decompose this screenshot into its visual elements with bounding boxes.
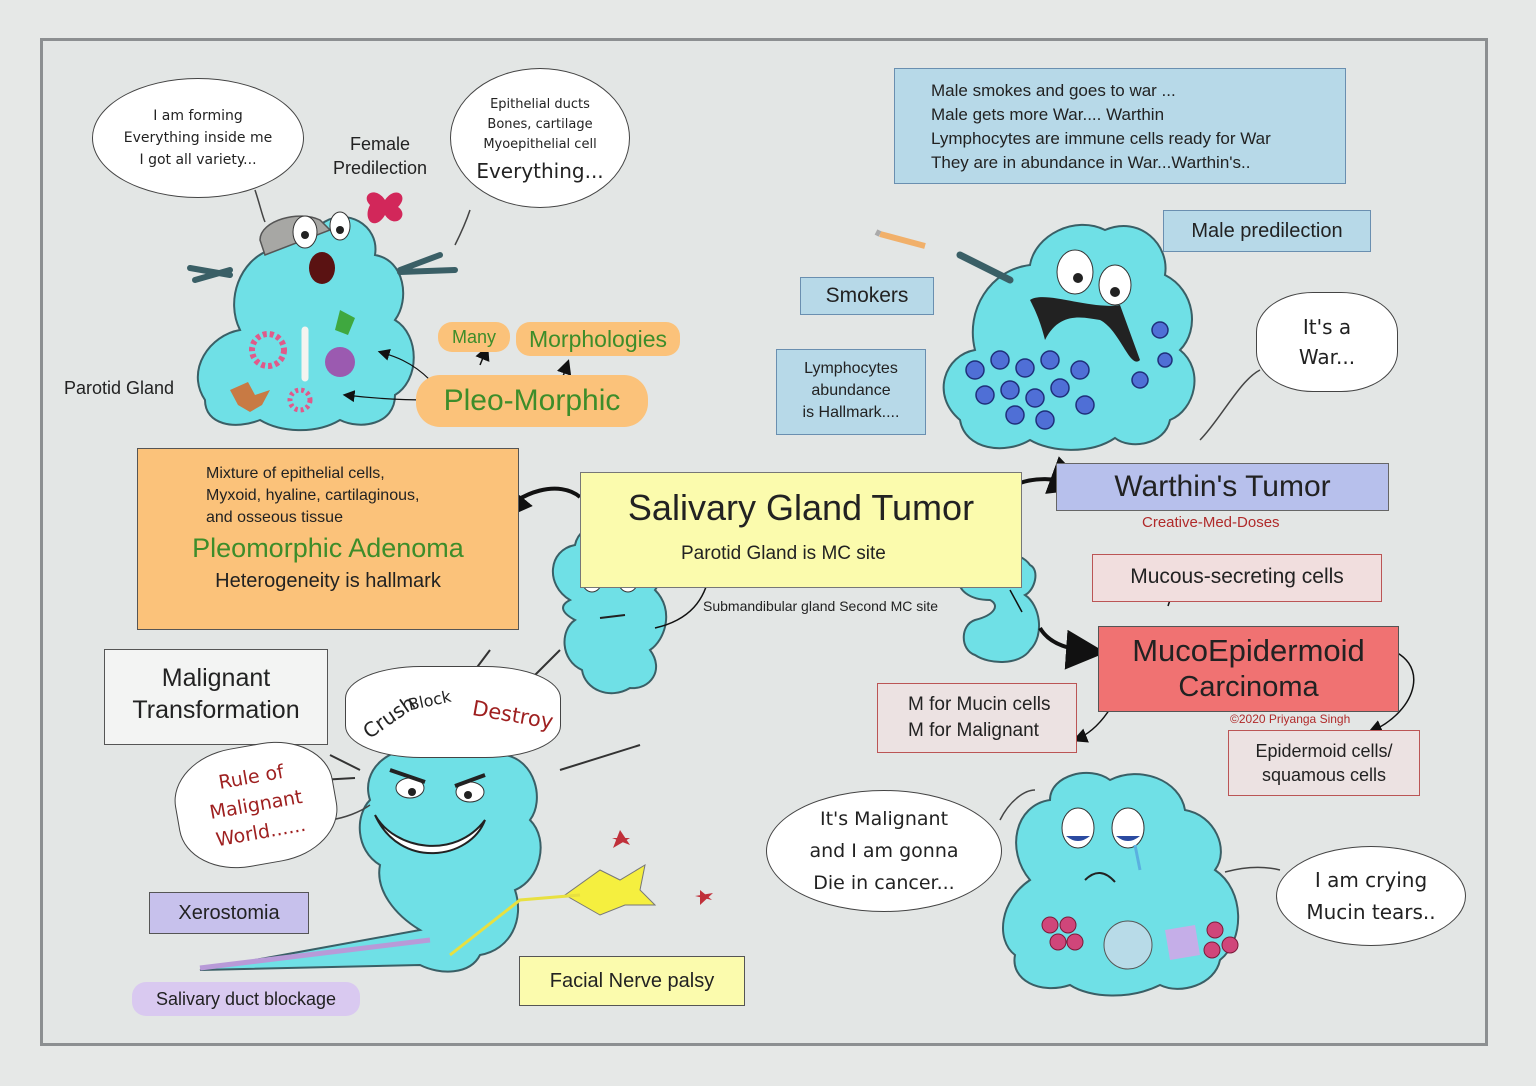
description-line: Myxoid, hyaline, cartilaginous, bbox=[206, 487, 420, 504]
epidermoid-cells-box: Epidermoid cells/ squamous cells bbox=[1228, 730, 1420, 796]
bubble-line: and I am gonna bbox=[809, 840, 959, 862]
mnemonic-line: Lymphocytes are immune cells ready for W… bbox=[931, 129, 1271, 148]
pleomorphic-description: Mixture of epithelial cells, Myxoid, hya… bbox=[138, 449, 518, 529]
facial-nerve-palsy-box: Facial Nerve palsy bbox=[519, 956, 745, 1006]
mucoepidermoid-title: MucoEpidermoid bbox=[1132, 633, 1365, 668]
bubble-line: I am crying bbox=[1314, 868, 1428, 892]
submandibular-label: Submandibular gland Second MC site bbox=[703, 598, 939, 614]
bubble-line: Mucin tears.. bbox=[1306, 900, 1436, 924]
pleo-morphic-label: Pleo-Morphic bbox=[416, 375, 648, 427]
arrow-to-mucoepidermoid bbox=[1038, 626, 1106, 670]
speech-bubble-forming: I am forming Everything inside me I got … bbox=[92, 78, 304, 198]
pleomorphic-blob bbox=[187, 192, 458, 432]
mnemonic-line: Male smokes and goes to war ... bbox=[931, 81, 1176, 100]
destroy-word: Destroy bbox=[470, 696, 556, 734]
bubble-line: It's a bbox=[1302, 315, 1352, 339]
malignant-transformation-box: Malignant Transformation bbox=[104, 649, 328, 745]
smokers-box: Smokers bbox=[800, 277, 934, 315]
lymphocytes-line: abundance bbox=[811, 382, 891, 399]
male-predilection-box: Male predilection bbox=[1163, 210, 1371, 252]
main-title: Salivary Gland Tumor bbox=[627, 487, 975, 528]
salivary-duct-blockage-label: Salivary duct blockage bbox=[132, 982, 360, 1016]
malignant-blob bbox=[199, 736, 713, 973]
lymphocytes-line: Lymphocytes bbox=[804, 360, 898, 377]
salivary-gland-tumor-box: Salivary Gland Tumor Parotid Gland is MC… bbox=[580, 472, 1022, 588]
warthin-blob bbox=[874, 224, 1196, 451]
mucoepidermoid-box: MucoEpidermoid Carcinoma bbox=[1098, 626, 1399, 712]
many-label: Many bbox=[438, 322, 510, 352]
heterogeneity-hallmark: Heterogeneity is hallmark bbox=[215, 570, 441, 592]
bubble-line: Everything inside me bbox=[123, 130, 273, 146]
bubble-line: Die in cancer... bbox=[813, 872, 955, 894]
morphologies-label: Morphologies bbox=[516, 322, 680, 356]
credit-label: Creative-Med-Doses bbox=[1142, 514, 1280, 531]
mucous-cells-box: Mucous-secreting cells bbox=[1092, 554, 1382, 602]
bubble-line: I am forming bbox=[153, 108, 243, 124]
bubble-line: Myoepithelial cell bbox=[483, 137, 597, 152]
block-word: Block bbox=[406, 686, 453, 715]
description-line: and osseous tissue bbox=[206, 509, 343, 526]
speech-bubble-everything: Epithelial ducts Bones, cartilage Myoepi… bbox=[450, 68, 630, 208]
pleomorphic-adenoma-title: Pleomorphic Adenoma bbox=[192, 533, 464, 563]
parotid-gland-label: Parotid Gland bbox=[64, 378, 175, 398]
speech-bubble-malignant: It's Malignant and I am gonna Die in can… bbox=[766, 790, 1002, 912]
epidermoid-line: squamous cells bbox=[1261, 765, 1387, 785]
speech-bubble-crying: I am crying Mucin tears.. bbox=[1276, 846, 1466, 946]
warthin-mnemonic-box: Male smokes and goes to war ... Male get… bbox=[894, 68, 1346, 184]
mnemonic-line: Male gets more War.... Warthin bbox=[931, 105, 1165, 124]
description-line: Mixture of epithelial cells, bbox=[206, 465, 385, 482]
bubble-line-emphasis: Everything... bbox=[476, 159, 604, 183]
bubble-line: It's Malignant bbox=[819, 808, 949, 830]
m-for-box: M for Mucin cells M for Malignant bbox=[877, 683, 1077, 753]
carcinoma-title: Carcinoma bbox=[1178, 671, 1319, 703]
transformation-line: Transformation bbox=[132, 696, 300, 724]
label-line: Female bbox=[349, 134, 411, 154]
transformation-line: Malignant bbox=[161, 664, 271, 692]
pleomorphic-adenoma-box: Mixture of epithelial cells, Myxoid, hya… bbox=[137, 448, 519, 630]
female-predilection-label: Female Predilection bbox=[325, 132, 435, 180]
crush-block-destroy-bubble: Crush Block Destroy bbox=[345, 666, 561, 758]
label-line: Predilection bbox=[332, 158, 428, 178]
bubble-line: Bones, cartilage bbox=[487, 117, 593, 132]
lymphocytes-box: Lymphocytes abundance is Hallmark.... bbox=[776, 349, 926, 435]
epidermoid-line: Epidermoid cells/ bbox=[1255, 741, 1393, 761]
parotid-mc-site: Parotid Gland is MC site bbox=[681, 543, 886, 564]
mucoepidermoid-blob bbox=[1002, 771, 1240, 997]
lymphocytes-line: is Hallmark.... bbox=[802, 404, 900, 421]
bubble-line: Epithelial ducts bbox=[490, 97, 590, 112]
copyright-label: ©2020 Priyanga Singh bbox=[1230, 712, 1351, 726]
mnemonic-line: They are in abundance in War...Warthin's… bbox=[931, 153, 1251, 172]
warthins-tumor-box: Warthin's Tumor bbox=[1056, 463, 1389, 511]
m-line: M for Mucin cells bbox=[908, 694, 1051, 715]
war-bubble: It's a War... bbox=[1256, 292, 1398, 392]
m-line: M for Malignant bbox=[908, 720, 1039, 741]
bubble-line: War... bbox=[1298, 345, 1356, 369]
xerostomia-box: Xerostomia bbox=[149, 892, 309, 934]
bubble-line: I got all variety... bbox=[139, 152, 257, 168]
